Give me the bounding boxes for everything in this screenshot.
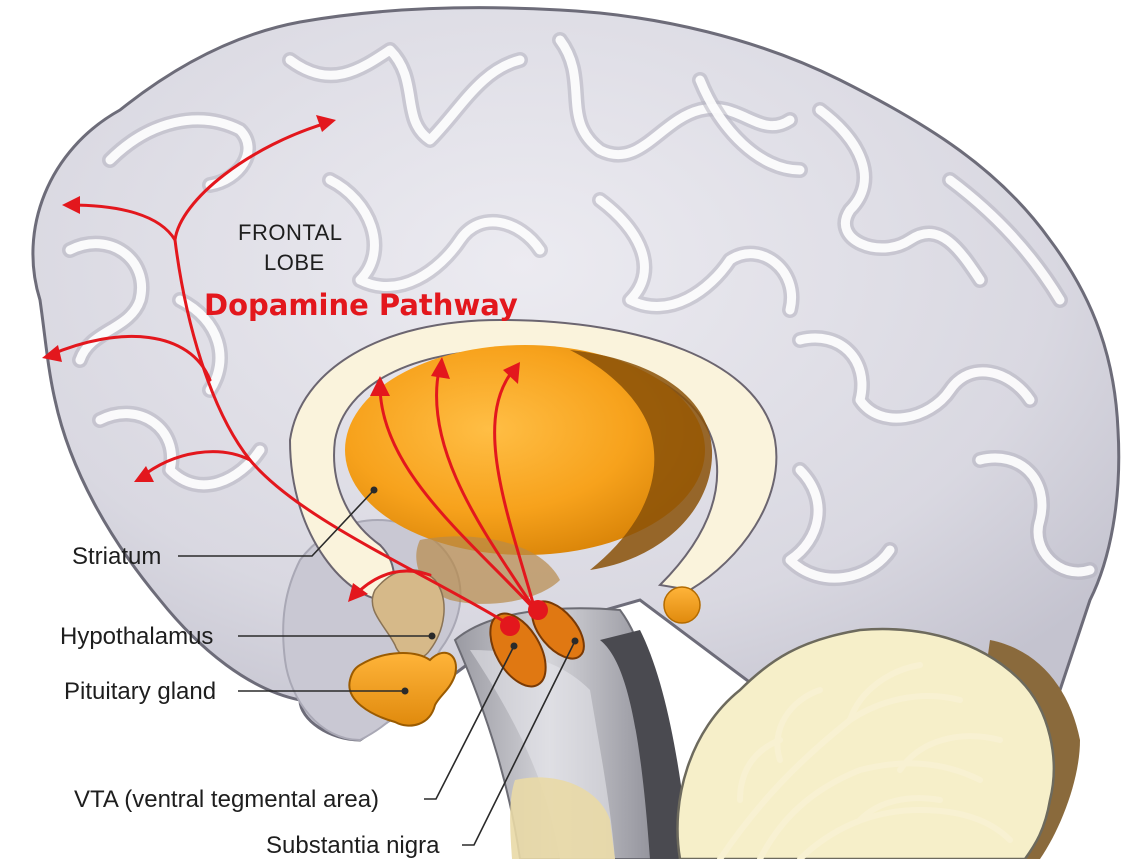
pineal-gland [664,587,700,623]
substantia-nigra-label: Substantia nigra [266,832,440,859]
vta-origin-dot [500,616,520,636]
diagram-title: Dopamine Pathway [204,288,518,322]
frontal-lobe-label-line1: FRONTAL [238,220,343,245]
pituitary-gland-label: Pituitary gland [64,678,216,705]
substantia-nigra-origin-dot [528,600,548,620]
frontal-lobe-label-line2: LOBE [264,250,325,275]
leader-pituitary-dot [402,688,409,695]
leader-striatum-dot [371,487,378,494]
leader-substantia-nigra-dot [572,638,579,645]
striatum-label: Striatum [72,543,161,570]
leader-vta-dot [511,643,518,650]
leader-hypothalamus-dot [429,633,436,640]
vta-label: VTA (ventral tegmental area) [74,786,379,813]
striatum-structure [290,320,776,623]
hypothalamus-label: Hypothalamus [60,623,213,650]
